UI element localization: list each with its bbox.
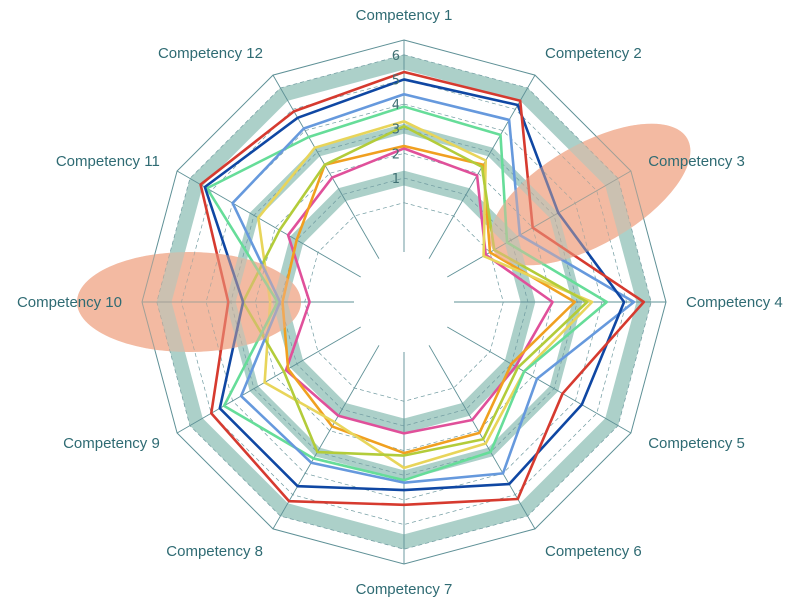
tick-label: 4 — [392, 98, 400, 113]
highlight-ellipse-overlay — [77, 252, 301, 352]
series-line-3 — [231, 92, 636, 484]
tick-label: 5 — [392, 73, 400, 88]
tick-label: 6 — [392, 49, 400, 64]
series-line-8 — [284, 147, 554, 435]
axis-label-layer: Competency 1 Competency 2 Competency 3 Comp… — [17, 7, 783, 598]
axis-label: Competency 4 — [686, 294, 783, 311]
highlight-ellipse-overlay — [490, 123, 691, 266]
axis-label: Competency 7 — [356, 581, 453, 598]
axis-label: Competency 12 — [158, 45, 263, 62]
highlight-overlay-layer — [77, 123, 691, 352]
series-line-2 — [203, 78, 626, 492]
axis-spoke — [176, 326, 361, 434]
series-line-4 — [205, 105, 609, 482]
axis-label: Competency 2 — [545, 45, 642, 62]
series-line-7 — [281, 144, 577, 455]
axis-label: Competency 10 — [17, 294, 122, 311]
axis-spoke — [272, 345, 380, 530]
series-line-5 — [241, 124, 589, 457]
series-line-1 — [199, 70, 646, 507]
axis-spoke — [272, 74, 380, 259]
axis-label: Competency 9 — [63, 435, 160, 452]
series-line-6 — [256, 120, 594, 470]
axis-label: Competency 5 — [648, 435, 745, 452]
axis-label: Competency 1 — [356, 7, 453, 24]
axis-label: Competency 11 — [56, 153, 160, 170]
tick-label-layer: 1 2 3 4 5 6 — [392, 49, 400, 187]
axis-spoke — [447, 326, 632, 434]
axis-spoke — [447, 170, 632, 278]
tick-label: 1 — [392, 172, 400, 187]
axis-label: Competency 6 — [545, 543, 642, 560]
series-layer — [199, 70, 646, 507]
axis-label: Competency 3 — [648, 153, 745, 170]
axis-label: Competency 8 — [166, 543, 263, 560]
tick-label: 3 — [392, 123, 400, 138]
tick-label: 2 — [392, 147, 400, 162]
